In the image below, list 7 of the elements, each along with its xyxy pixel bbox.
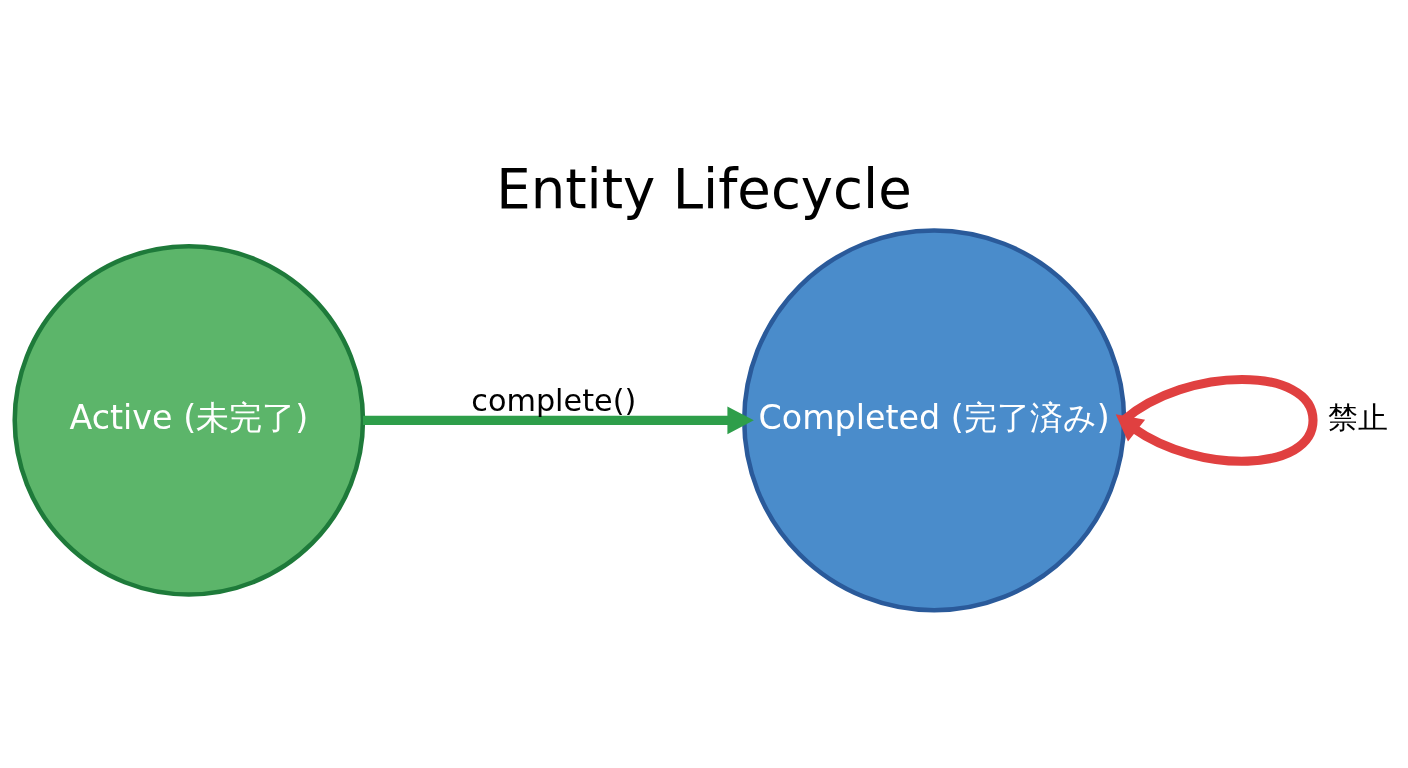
node-circle: Active (未完了) [12,243,366,597]
edge-label: complete() [471,383,637,419]
arrow [1115,375,1318,466]
arrow [363,406,754,435]
edge-label: 禁止 [1327,399,1388,435]
node-circle: Completed (完了済み) [741,228,1127,613]
diagram-title: Entity Lifecycle [496,156,912,221]
